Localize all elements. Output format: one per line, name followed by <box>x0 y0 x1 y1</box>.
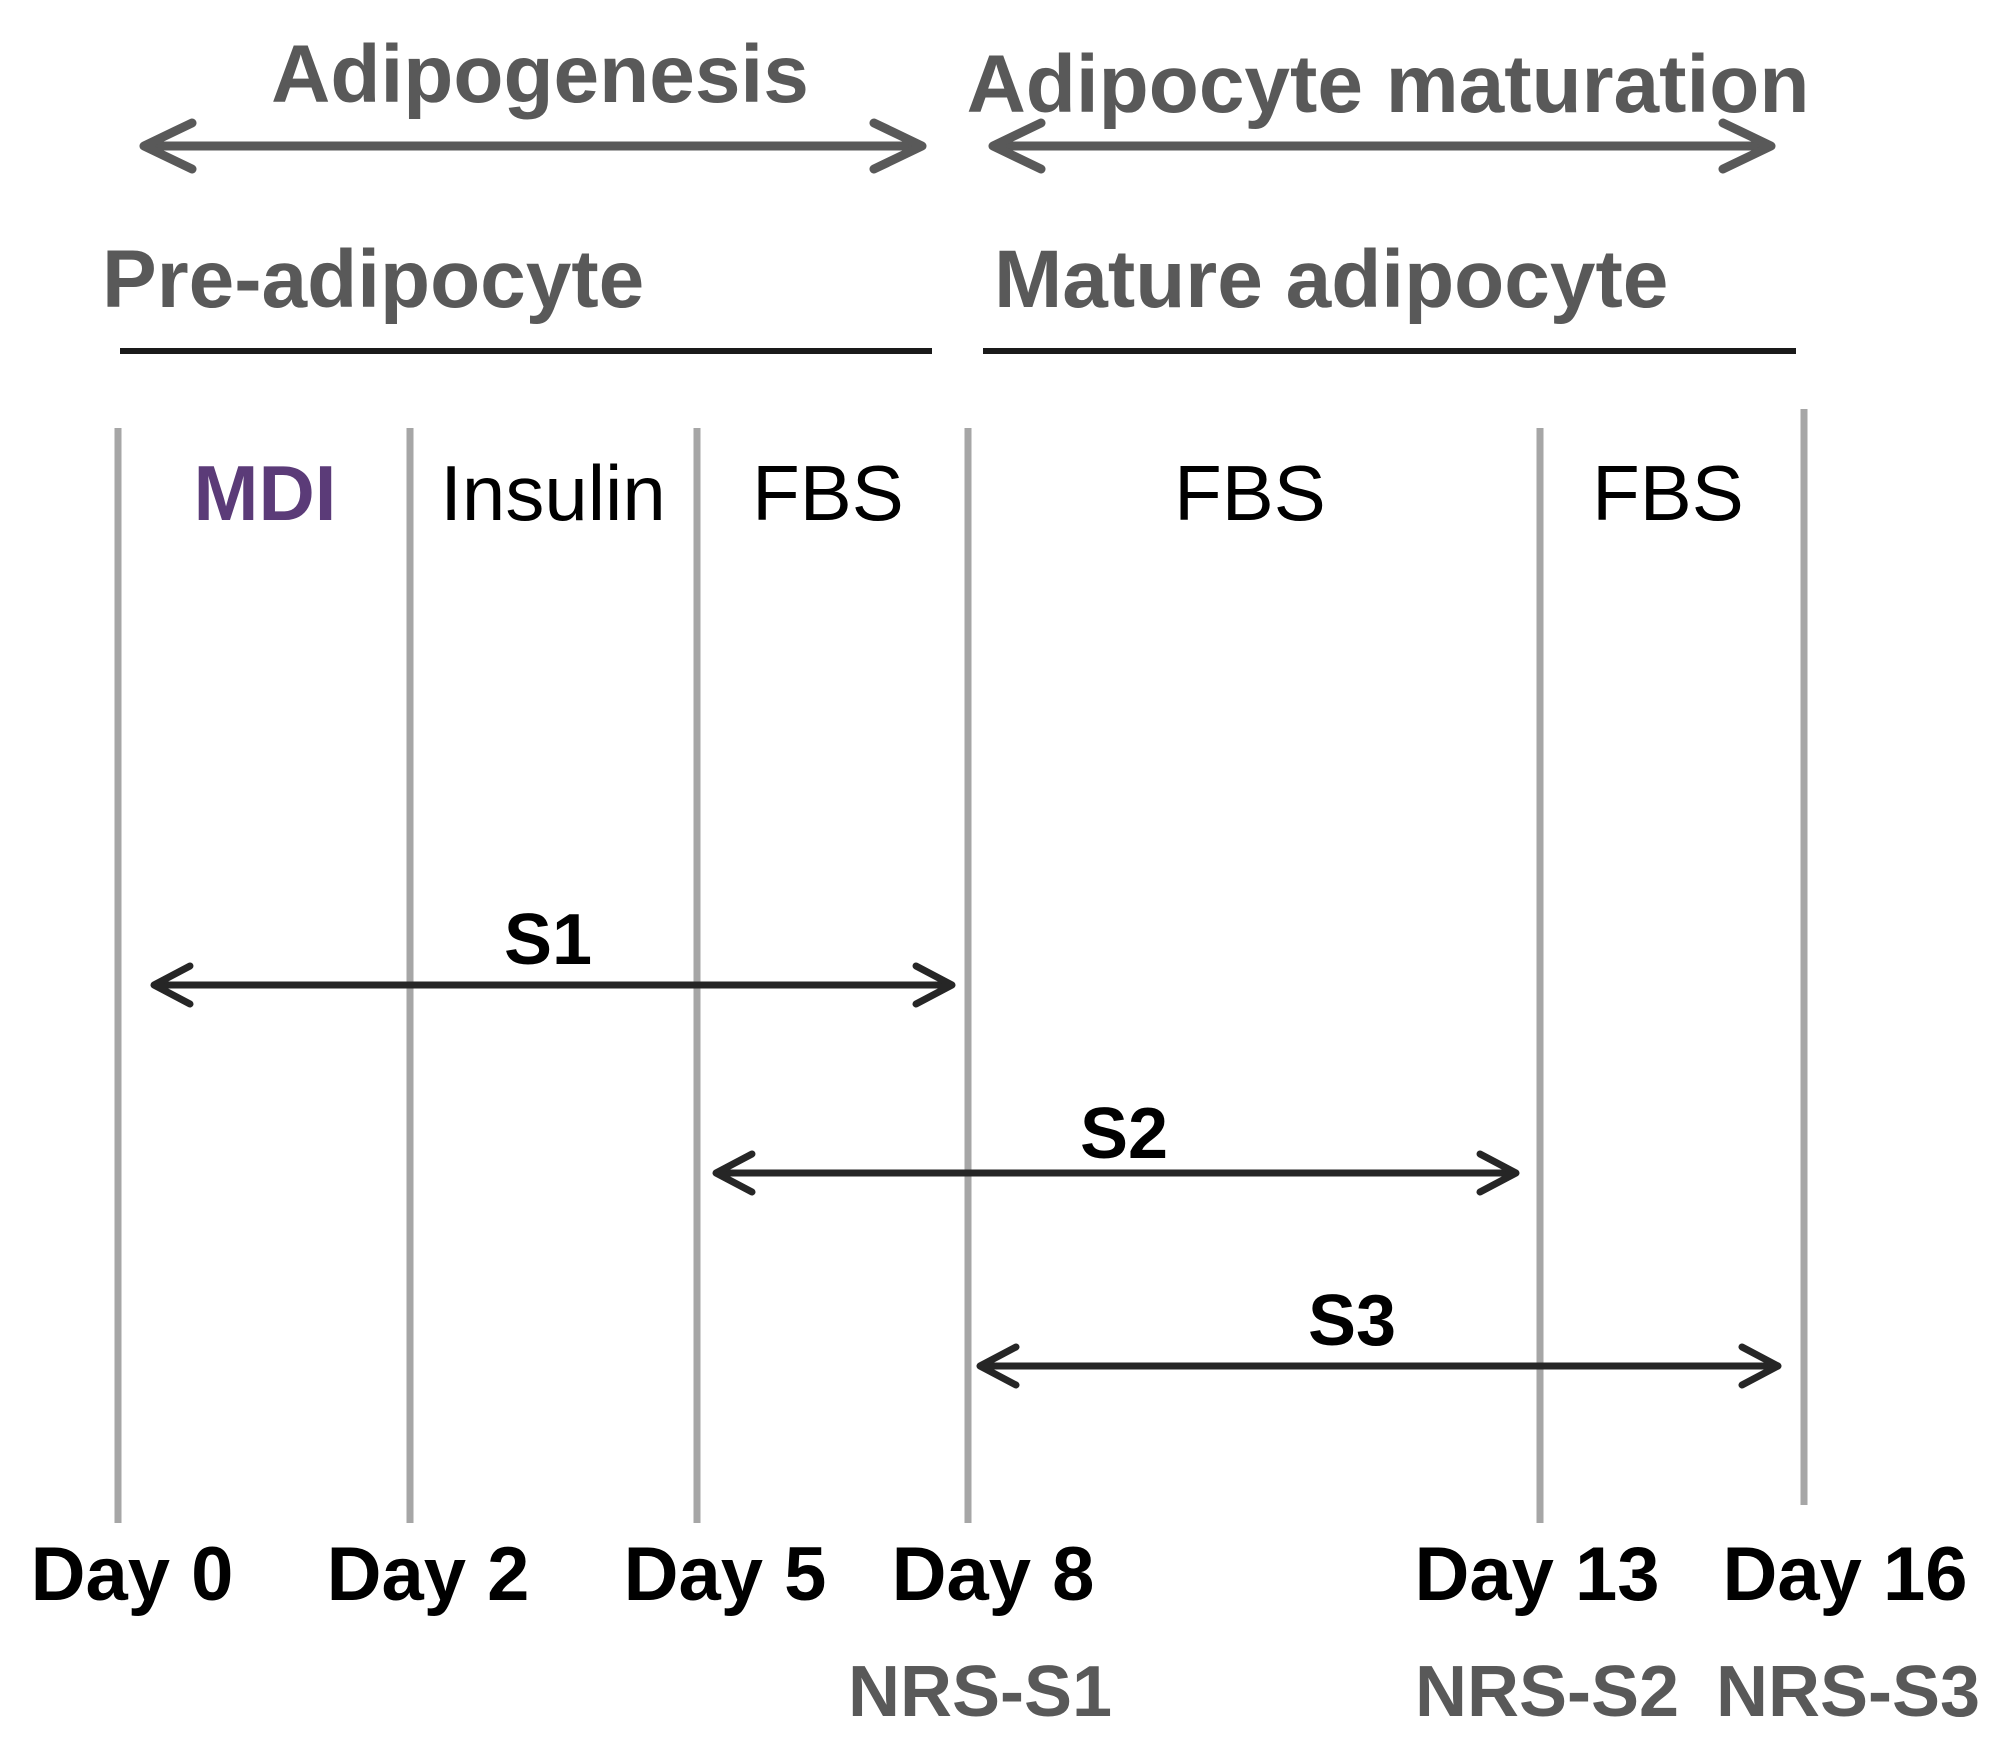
nrs-label-s2: NRS-S2 <box>1415 1652 1679 1732</box>
day-label-5: Day 5 <box>624 1532 827 1617</box>
phase-arrow-adipogenesis <box>139 118 927 174</box>
media-label-fbs-2: FBS <box>1174 449 1326 537</box>
phase-arrow-maturation <box>988 118 1776 174</box>
media-label-mdi: MDI <box>194 449 337 537</box>
day-label-2: Day 2 <box>327 1532 530 1617</box>
phase-label-maturation: Adipocyte maturation <box>967 39 1810 130</box>
day-label-13: Day 13 <box>1414 1532 1659 1617</box>
day-label-16: Day 16 <box>1722 1532 1967 1617</box>
day-dividers <box>114 409 1808 1523</box>
day-label-0: Day 0 <box>31 1532 234 1617</box>
nrs-label-s1: NRS-S1 <box>848 1652 1112 1732</box>
segment-label-s3: S3 <box>1308 1281 1396 1361</box>
media-label-insulin: Insulin <box>440 449 665 537</box>
segment-arrow-s3 <box>976 1343 1782 1389</box>
day-label-8: Day 8 <box>892 1532 1095 1617</box>
segment-arrow-s1 <box>150 962 956 1008</box>
phase-label-adipogenesis: Adipogenesis <box>271 29 809 120</box>
segment-label-s2: S2 <box>1080 1094 1168 1174</box>
media-label-fbs-3: FBS <box>1592 449 1744 537</box>
segment-arrow-s2 <box>712 1150 1520 1196</box>
stage-label-mature-adipocyte: Mature adipocyte <box>994 234 1668 325</box>
nrs-label-s3: NRS-S3 <box>1716 1652 1980 1732</box>
stage-label-pre-adipocyte: Pre-adipocyte <box>102 234 644 325</box>
segment-label-s1: S1 <box>504 900 592 980</box>
media-label-fbs-1: FBS <box>752 449 904 537</box>
